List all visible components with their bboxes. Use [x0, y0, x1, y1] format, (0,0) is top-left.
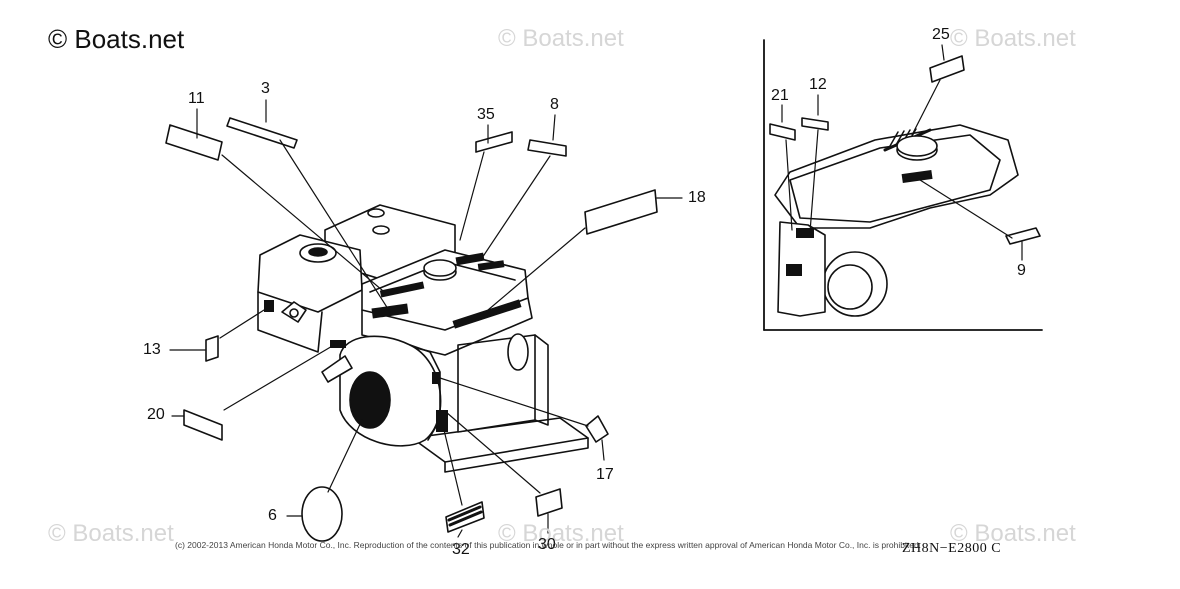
- engine-labels: [165, 117, 658, 542]
- callout-18: 18: [688, 189, 706, 206]
- callout-25: 25: [932, 26, 950, 43]
- leader-lines-inset: [781, 44, 1023, 261]
- callout-17: 17: [596, 466, 614, 483]
- callout-12: 12: [809, 76, 827, 93]
- watermark: © Boats.net: [950, 520, 1076, 547]
- watermark: © Boats.net: [48, 520, 174, 547]
- callout-21: 21: [771, 87, 789, 104]
- callout-11: 11: [188, 90, 205, 107]
- callout-35: 35: [477, 106, 495, 123]
- leader-lines-main: [169, 99, 683, 538]
- inset-labels: [769, 55, 1041, 245]
- watermark: © Boats.net: [498, 520, 624, 547]
- watermark: © Boats.net: [950, 25, 1076, 52]
- callout-30: 30: [538, 536, 556, 553]
- callout-3: 3: [261, 80, 270, 97]
- brand-logo: © Boats.net: [48, 24, 185, 54]
- watermark: © Boats.net: [498, 25, 624, 52]
- callout-20: 20: [147, 406, 165, 423]
- callout-6: 6: [268, 507, 277, 524]
- copyright-notice: (c) 2002-2013 American Honda Motor Co., …: [175, 540, 922, 550]
- inset-fuel-tank-drawing: [774, 124, 1019, 317]
- diagram-code: ZH8N−E2800 C: [902, 541, 1002, 556]
- callout-8: 8: [550, 96, 559, 113]
- callout-32: 32: [452, 541, 470, 558]
- callout-9: 9: [1017, 262, 1026, 279]
- callout-13: 13: [143, 341, 161, 358]
- engine-drawing: [257, 204, 589, 473]
